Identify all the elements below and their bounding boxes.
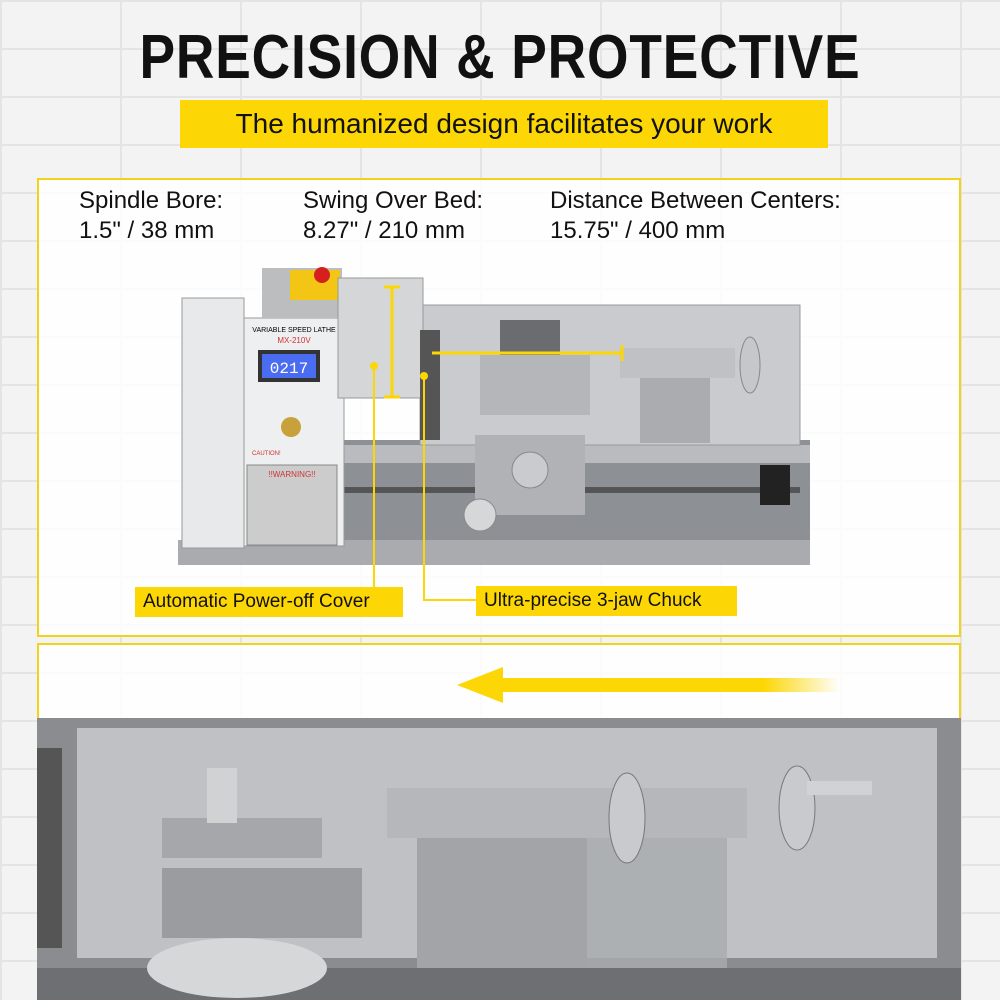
callout-power-off-cover: Automatic Power-off Cover [135,587,403,617]
spec-value: 8.27" / 210 mm [303,217,465,244]
spec-value: 15.75" / 400 mm [550,217,726,244]
arrow-left-icon [457,667,840,703]
spec-spindle-bore: Spindle Bore: 1.5" / 38 mm [79,186,223,246]
emergency-stop-icon [314,267,330,283]
lcd-readout: 0217 [270,360,308,378]
spec-distance-between-centers: Distance Between Centers: 15.75" / 400 mm [550,186,841,246]
panel-title: VARIABLE SPEED LATHE [252,327,336,334]
spec-label: Swing Over Bed: [303,187,484,214]
carriage-closeup-photo [37,718,961,1000]
spec-swing-over-bed: Swing Over Bed: 8.27" / 210 mm [303,186,483,246]
page-title: PRECISION & PROTECTIVE [139,23,861,92]
spec-value: 1.5" / 38 mm [79,217,215,244]
warning-label: !!WARNING!! [268,470,315,479]
spec-label: Distance Between Centers: [550,187,841,214]
speed-knob [281,417,301,437]
model-label: MX-210V [277,336,311,345]
spec-label: Spindle Bore: [79,187,224,214]
subtitle-banner: The humanized design facilitates your wo… [180,100,828,148]
lcd-display [262,354,316,378]
caution-label: CAUTION! [252,451,281,457]
callout-3-jaw-chuck: Ultra-precise 3-jaw Chuck [476,586,737,616]
